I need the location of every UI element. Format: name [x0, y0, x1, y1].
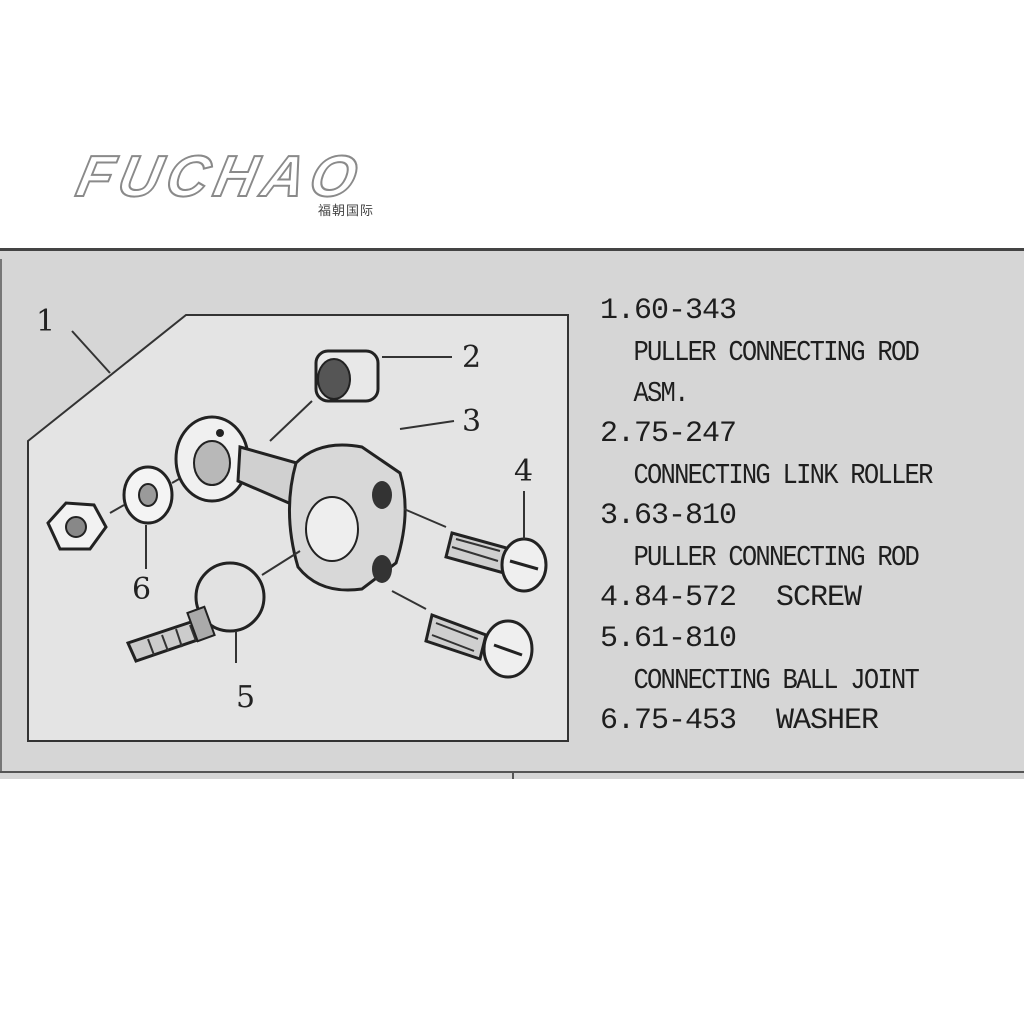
roller-axis	[269, 400, 313, 442]
part-name: PULLER CONNECTING ROD	[633, 336, 919, 369]
part-number-with-name: 6.75-453 WASHER	[600, 701, 1020, 742]
part-item: 3.63-810 PULLER CONNECTING ROD	[600, 496, 1020, 578]
callout-3: 3	[462, 404, 482, 439]
callout-4: 4	[514, 454, 534, 489]
callout-6: 6	[132, 572, 152, 607]
axis-dash-1	[109, 504, 125, 514]
link-roller	[314, 349, 380, 403]
parts-sheet: 1 2 3 4 5 6 1.60-343 PULLER CONNECTING R…	[0, 248, 1024, 779]
fuchao-logo: FUCHAO 福朝国际	[70, 143, 408, 219]
leader-1	[71, 330, 111, 374]
screw-axis-1	[403, 508, 447, 528]
exploded-parts-diagram	[27, 314, 569, 742]
part-number: 5.61-810	[600, 622, 737, 656]
part-name: CONNECTING BALL JOINT	[633, 664, 919, 697]
part-item: 4.84-572 SCREW	[600, 578, 1020, 619]
washer	[122, 465, 174, 525]
part-number-with-name: 4.84-572 SCREW	[600, 578, 1020, 619]
hex-nut	[46, 501, 108, 551]
sheet-frame	[0, 259, 1024, 771]
screw-axis-2	[391, 590, 427, 610]
part-number: 6.75-453	[600, 704, 737, 738]
rod-eye	[174, 415, 250, 503]
screw-upper	[444, 531, 548, 593]
callout-5: 5	[236, 680, 256, 715]
part-item: 1.60-343 PULLER CONNECTING ROD ASM.	[600, 291, 1020, 414]
part-number: 2.75-247	[600, 417, 737, 451]
part-name: PULLER CONNECTING ROD	[633, 541, 919, 574]
part-number: 1.60-343	[600, 294, 737, 328]
part-item: 2.75-247 CONNECTING LINK ROLLER	[600, 414, 1020, 496]
part-name: WASHER	[776, 704, 879, 738]
part-name-continued: ASM.	[633, 377, 689, 410]
part-number: 4.84-572	[600, 581, 737, 615]
logo-wordmark: FUCHAO	[70, 143, 370, 210]
callout-1: 1	[36, 304, 56, 339]
part-name: CONNECTING LINK ROLLER	[633, 459, 933, 492]
part-item: 6.75-453 WASHER	[600, 701, 1020, 742]
parts-list: 1.60-343 PULLER CONNECTING ROD ASM. 2.75…	[600, 291, 1020, 742]
rod-block	[287, 443, 407, 592]
ball-axis	[261, 550, 301, 576]
ball-joint	[125, 561, 266, 663]
part-number: 3.63-810	[600, 499, 737, 533]
leader-3	[399, 420, 455, 430]
part-item: 5.61-810 CONNECTING BALL JOINT	[600, 619, 1020, 701]
part-name: SCREW	[776, 581, 862, 615]
callout-2: 2	[462, 340, 482, 375]
sheet-column-divider	[512, 771, 514, 779]
screw-lower	[424, 613, 534, 679]
logo-subtitle: 福朝国际	[318, 204, 375, 219]
